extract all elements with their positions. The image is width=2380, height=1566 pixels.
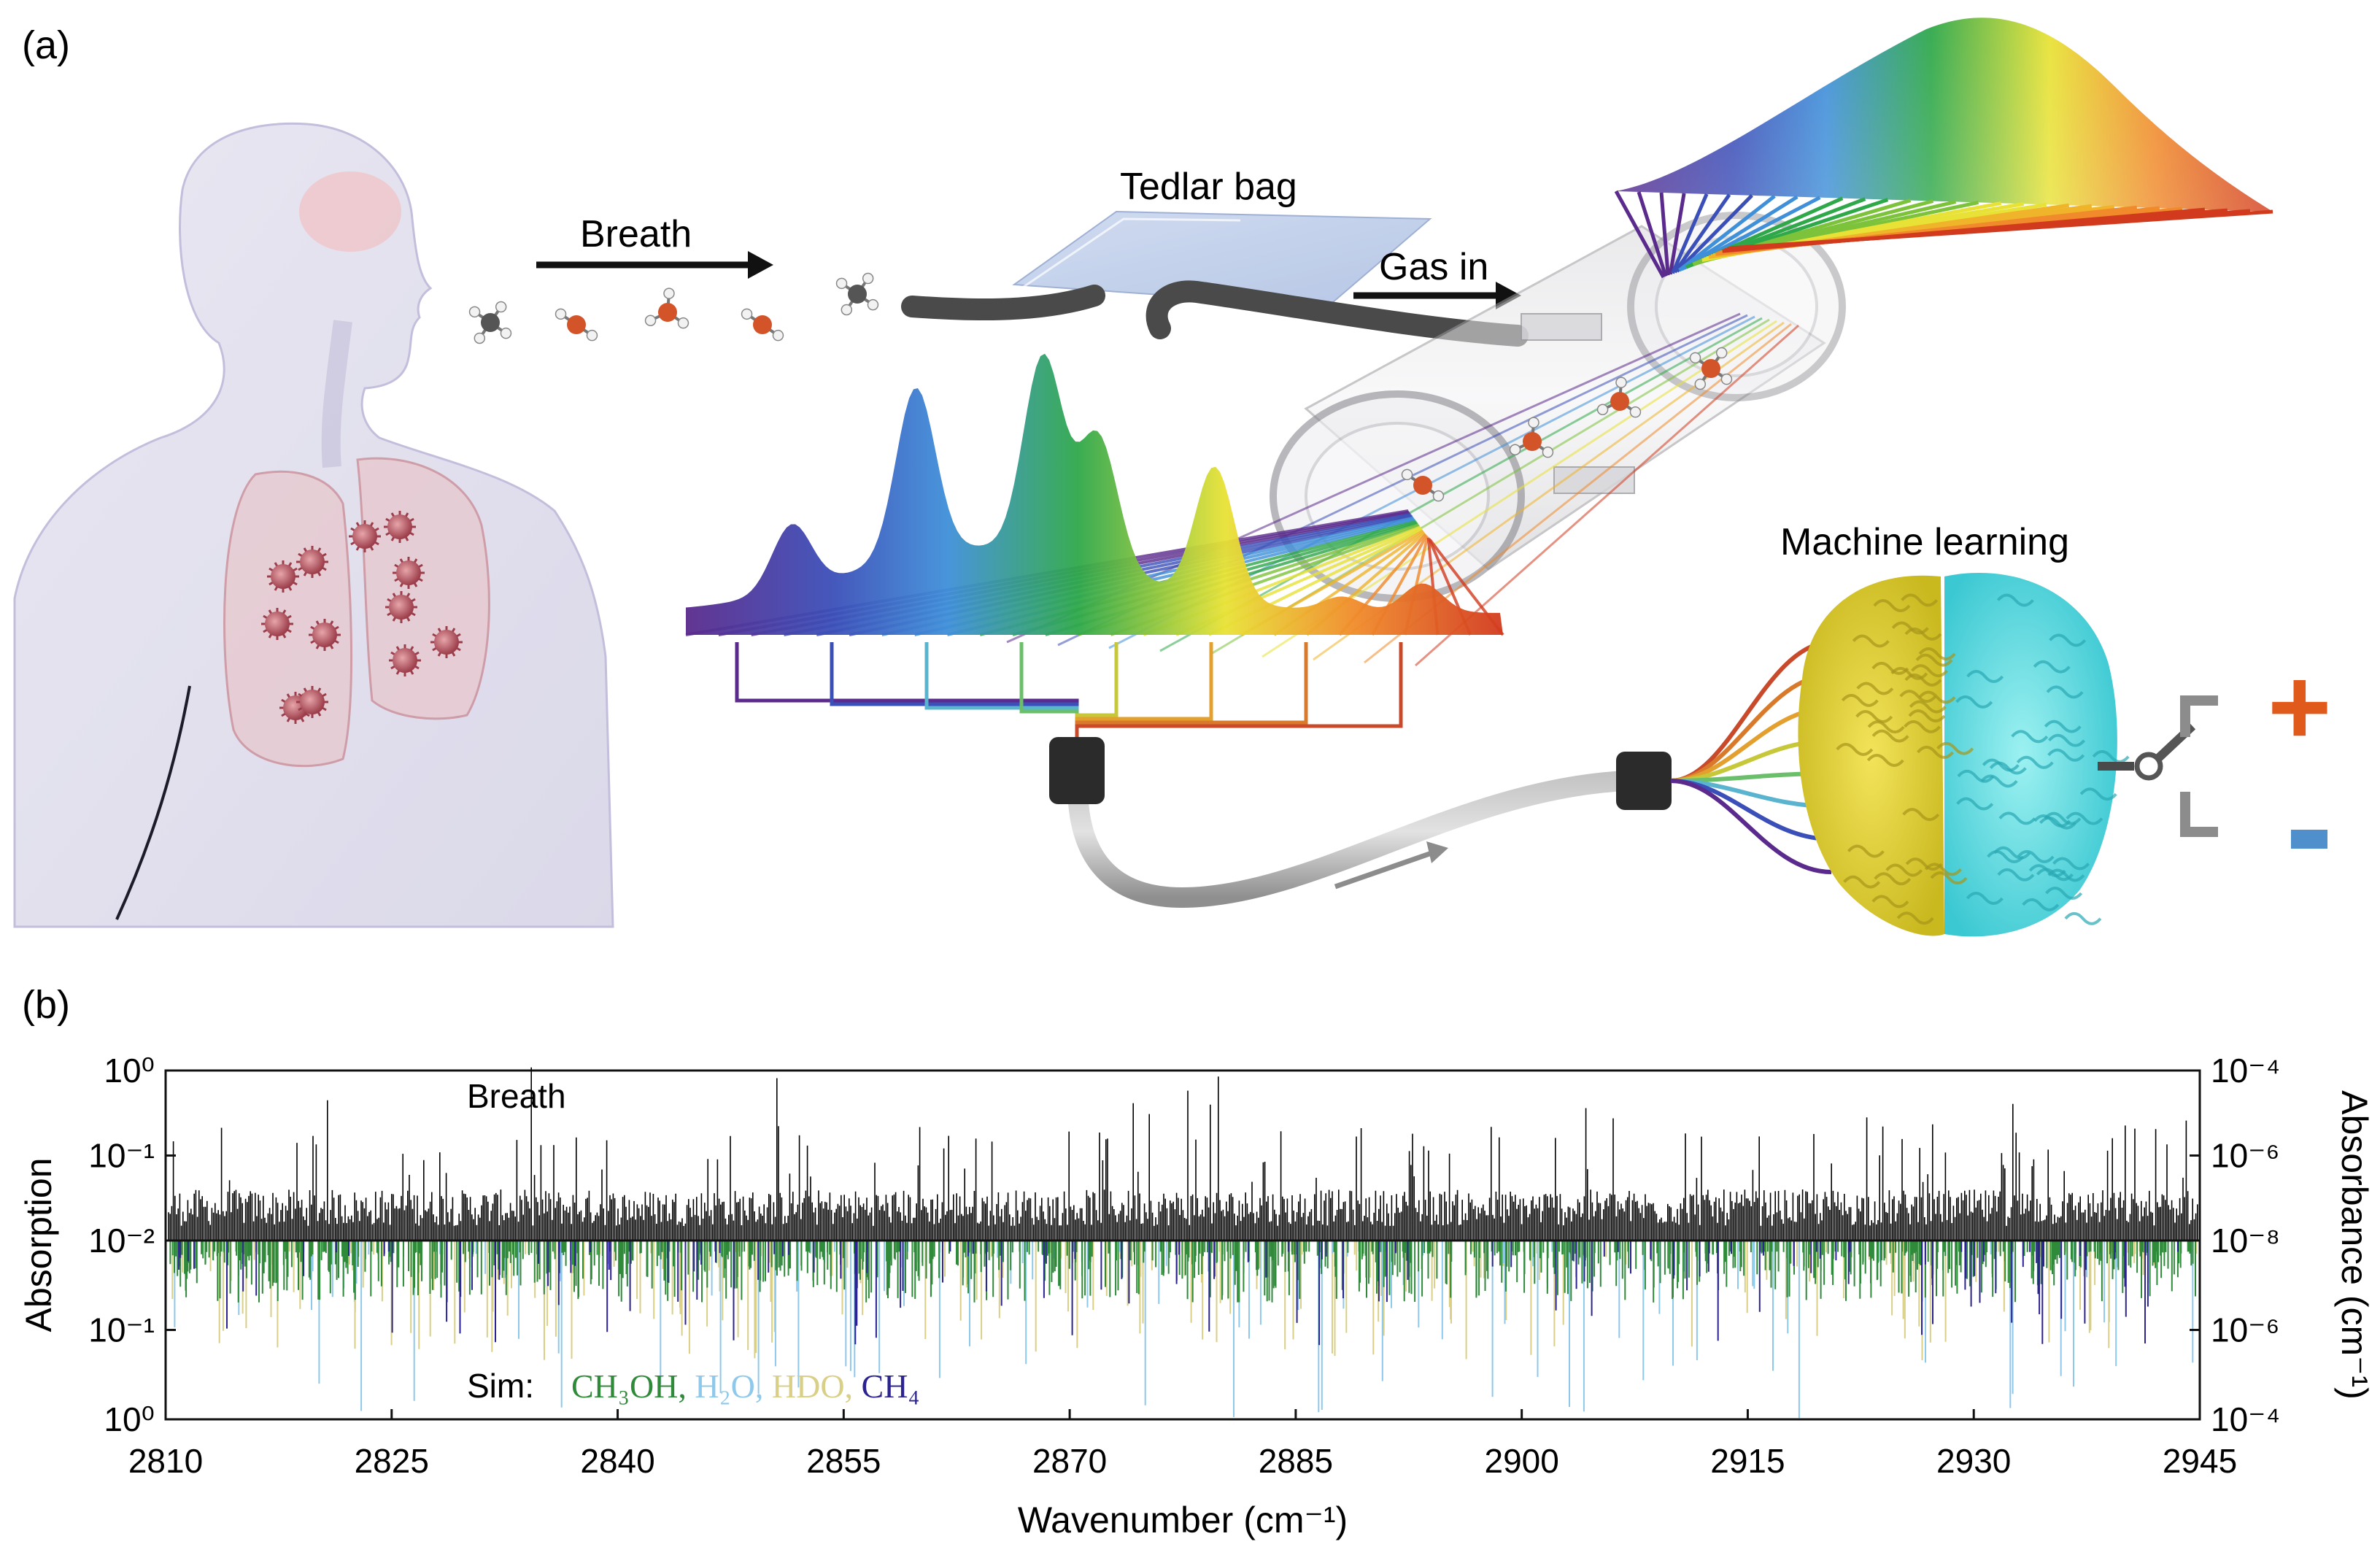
methane-molecule [835, 272, 879, 316]
y-tick-label-right: 10⁻⁶ [2211, 1137, 2279, 1175]
x-axis-label: Wavenumber (cm⁻¹) [1018, 1500, 1348, 1540]
y-tick-label-right: 10⁻⁸ [2211, 1222, 2280, 1260]
fiber-bundle-cable [1049, 737, 1672, 909]
sim-legend: Sim: CH₃OH, H₂O, HDO, CH₄ [467, 1367, 920, 1405]
x-tick-label: 2840 [580, 1442, 654, 1480]
human-body-illustration [13, 122, 614, 928]
y-tick-label-right: 10⁻⁴ [2211, 1052, 2280, 1089]
positive-sign: + [2268, 645, 2332, 768]
virus-particle [389, 644, 421, 676]
sim-species-label: CH₃OH, [571, 1368, 687, 1405]
breath-spectrum [168, 1067, 2198, 1241]
y-axis-left-ticks: 10⁰ 10⁻¹ 10⁻² 10⁻¹ 10⁰ [88, 1052, 176, 1438]
virus-particle [384, 511, 416, 543]
virus-particle [349, 520, 381, 552]
x-tick-label: 2810 [128, 1442, 203, 1480]
y-axis-right-ticks: 10⁻⁴ 10⁻⁶ 10⁻⁸ 10⁻⁶ 10⁻⁴ [2190, 1052, 2280, 1438]
sim-species-legend: CH₃OH, H₂O, HDO, CH₄ [571, 1368, 920, 1405]
virus-particle [296, 546, 328, 578]
x-tick-label: 2930 [1936, 1442, 2011, 1480]
methanol-molecule [1596, 377, 1642, 418]
panel-a-label: (a) [22, 23, 70, 67]
x-tick-label: 2900 [1484, 1442, 1558, 1480]
tedlar-bag [901, 210, 1529, 347]
spectrum-fibers [735, 642, 1403, 737]
breath-molecules [468, 288, 784, 344]
virus-particle [430, 626, 463, 658]
x-tick-label: 2825 [355, 1442, 429, 1480]
methane-molecule [468, 301, 512, 344]
classification-switch [2098, 695, 2218, 837]
water-molecule [1401, 468, 1445, 502]
virus-particle [385, 591, 417, 623]
y-tick-label-left: 10⁰ [104, 1052, 155, 1089]
brain-gyri [1836, 593, 2130, 925]
virus-particles [261, 511, 463, 724]
y-tick-label-left: 10⁰ [104, 1400, 155, 1438]
transmitted-spectrum [686, 353, 1503, 635]
x-tick-label: 2870 [1032, 1442, 1107, 1480]
ch4-spectrum [178, 1241, 2179, 1346]
spectrum-sticks [168, 1067, 2198, 1419]
brain-illustration [1798, 573, 2130, 937]
methanol-molecule [1509, 417, 1554, 458]
water-molecule [555, 308, 598, 342]
y-tick-label-right: 10⁻⁴ [2211, 1400, 2280, 1438]
virus-particle [393, 557, 425, 589]
gas-in-label: Gas in [1379, 246, 1488, 288]
tedlar-methane-molecule [835, 272, 879, 316]
x-axis-ticks: 2810 2825 2840 2855 2870 2885 2900 2915 2930 2945 [128, 1409, 2237, 1480]
x-tick-label: 2855 [806, 1442, 881, 1480]
breath-arrow-label: Breath [580, 213, 692, 255]
negative-bar [2291, 830, 2327, 849]
panel-a: Breath Tedlar bag Gas in [13, 18, 2332, 937]
virus-particle [309, 619, 341, 651]
y-tick-label-left: 10⁻¹ [88, 1311, 155, 1349]
tedlar-bag-label: Tedlar bag [1120, 166, 1297, 208]
cell-molecules [1401, 347, 1733, 502]
x-tick-label: 2915 [1710, 1442, 1785, 1480]
y-tick-label-left: 10⁻² [88, 1222, 155, 1260]
y-tick-label-left: 10⁻¹ [88, 1137, 155, 1175]
x-tick-label: 2885 [1259, 1442, 1333, 1480]
virus-particle [296, 686, 328, 718]
x-tick-label: 2945 [2163, 1442, 2237, 1480]
breath-arrow [536, 251, 773, 279]
virus-particle [261, 608, 293, 640]
sim-species-label: CH₄ [853, 1368, 919, 1405]
sim-species-label: H₂O, [687, 1368, 763, 1405]
virus-particle [267, 560, 299, 593]
methanol-molecule [644, 288, 689, 329]
molecule [1689, 347, 1733, 390]
machine-learning-label: Machine learning [1780, 521, 2069, 563]
sim-prefix: Sim: [467, 1367, 534, 1405]
breath-series-label: Breath [467, 1077, 566, 1115]
panel-b-chart: 2810 2825 2840 2855 2870 2885 2900 2915 2930 2945… [18, 1052, 2375, 1540]
y-axis-right-label: Absorbance (cm⁻¹) [2334, 1090, 2375, 1400]
hdo-molecule [741, 308, 784, 342]
y-axis-left-label: Absorption [18, 1157, 59, 1332]
panel-b-label: (b) [22, 983, 70, 1027]
y-tick-label-right: 10⁻⁶ [2211, 1311, 2279, 1349]
sim-species-label: HDO, [763, 1368, 853, 1405]
